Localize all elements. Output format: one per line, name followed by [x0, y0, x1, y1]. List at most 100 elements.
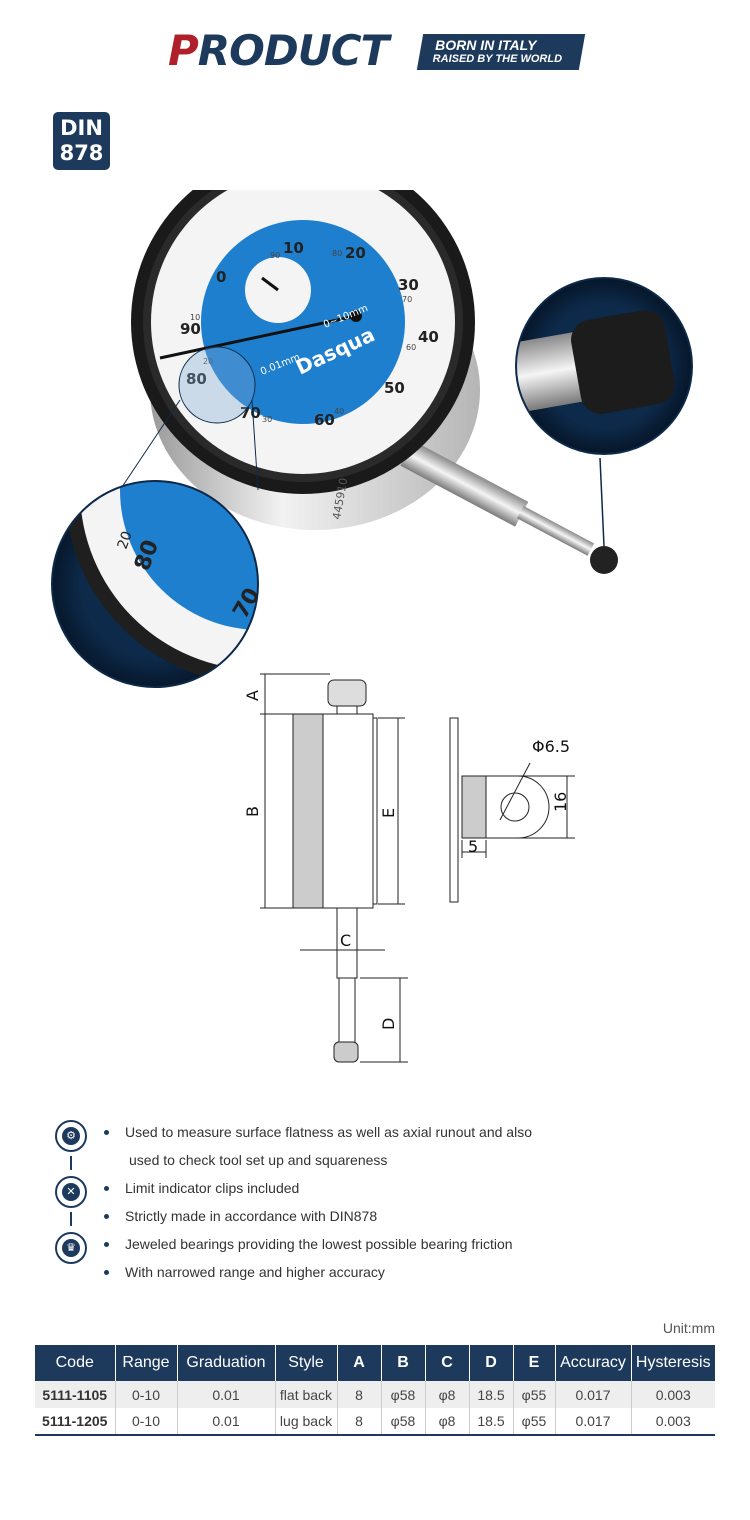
feature-text: Limit indicator clips included [125, 1180, 300, 1196]
drawing-bezel [292, 713, 324, 909]
drawing-label-A: A [243, 690, 262, 701]
feature-item: Limit indicator clips included [102, 1174, 662, 1202]
cell-accuracy: 0.017 [555, 1408, 632, 1436]
gauge-plunger [516, 505, 595, 556]
feature-text: Used to measure surface flatness as well… [125, 1124, 532, 1140]
tagline-line1: BORN IN ITALY [435, 37, 537, 53]
spec-table: Code Range Graduation Style A B C D E Ac… [35, 1345, 715, 1436]
drawing-dim-5: 5 [468, 837, 478, 856]
dial-inner-80: 80 [332, 249, 342, 258]
dial-zoom-lens [178, 346, 256, 424]
dial-inner-40: 40 [334, 407, 344, 416]
feature-item: Used to measure surface flatness as well… [102, 1118, 662, 1146]
cell-hysteresis: 0.003 [631, 1381, 715, 1408]
cell-style: flat back [275, 1381, 338, 1408]
tools-icon: ✕ [55, 1176, 87, 1208]
cell-a: 8 [337, 1381, 382, 1408]
drawing-tip [333, 1041, 359, 1063]
dial-inner-10: 10 [190, 313, 200, 322]
cell-range: 0-10 [115, 1408, 178, 1436]
dial-inner-numbers: 90 80 70 60 40 30 20 10 [190, 249, 416, 424]
cell-b: φ58 [381, 1408, 426, 1436]
col-c: C [425, 1345, 470, 1381]
title-rest: RODUCT [197, 26, 389, 75]
tip-zoom-detail [516, 278, 692, 454]
zoom-num-20: 20 [115, 529, 136, 551]
dial-zoom-detail: 20 80 70 [52, 481, 258, 687]
drawing-label-B: B [243, 806, 262, 817]
feature-item: Strictly made in accordance with DIN878 [102, 1202, 662, 1230]
page-header: PRODUCT BORN IN ITALY RAISED BY THE WORL… [0, 28, 750, 78]
feature-bullets: Used to measure surface flatness as well… [102, 1118, 662, 1286]
col-b: B [381, 1345, 426, 1381]
icon-connector [70, 1156, 72, 1170]
col-accuracy: Accuracy [555, 1345, 632, 1381]
feature-list-section: ⚙ ✕ ♛ Used to measure surface flatness a… [50, 1118, 650, 1288]
unit-label: Unit:mm [662, 1320, 715, 1336]
cell-range: 0-10 [115, 1381, 178, 1408]
col-code: Code [35, 1345, 116, 1381]
cell-code: 5111-1205 [35, 1408, 116, 1436]
drawing-body [322, 713, 374, 909]
feature-item-continued: used to check tool set up and squareness [102, 1146, 662, 1174]
dimension-drawing: A B C D E Φ6.5 16 5 [243, 673, 575, 1063]
feature-text: Jeweled bearings providing the lowest po… [125, 1236, 513, 1252]
dial-indicator-illustration: Dasqua 0~10mm 0.01mm 445910 0 10 20 30 4… [51, 190, 693, 688]
dial-num-70: 70 [240, 404, 261, 422]
feature-text: Strictly made in accordance with DIN878 [125, 1208, 378, 1224]
icon-connector [70, 1212, 72, 1226]
title-first-letter: P [168, 26, 199, 75]
feature-text: used to check tool set up and squareness [129, 1152, 388, 1168]
table-row: 5111-1205 0-10 0.01 lug back 8 φ58 φ8 18… [35, 1408, 715, 1436]
gauge-stem [400, 440, 529, 527]
dial-needle [159, 314, 357, 360]
col-d: D [469, 1345, 514, 1381]
col-a: A [337, 1345, 382, 1381]
cell-d: 18.5 [469, 1381, 514, 1408]
cell-graduation: 0.01 [177, 1408, 276, 1436]
din-badge-line2: 878 [59, 141, 104, 165]
tagline-line2: RAISED BY THE WORLD [432, 53, 563, 65]
feature-item: Jeweled bearings providing the lowest po… [102, 1230, 662, 1258]
trophy-icon: ♛ [55, 1232, 87, 1264]
dial-num-20: 20 [345, 244, 366, 262]
cell-c: φ8 [425, 1408, 470, 1436]
col-graduation: Graduation [177, 1345, 276, 1381]
cell-hysteresis: 0.003 [631, 1408, 715, 1436]
drawing-lug [461, 775, 487, 839]
dial-num-60: 60 [314, 411, 335, 429]
drawing-side-plate [449, 717, 459, 903]
col-e: E [513, 1345, 556, 1381]
drawing-label-E: E [379, 808, 398, 818]
drawing-lug-hole [500, 792, 530, 822]
dial-num-40: 40 [418, 328, 439, 346]
dial-num-30: 30 [398, 276, 419, 294]
cell-e: φ55 [513, 1381, 556, 1408]
cell-a: 8 [337, 1408, 382, 1436]
feature-item: With narrowed range and higher accuracy [102, 1258, 662, 1286]
din-badge-line1: DIN [60, 116, 103, 140]
col-range: Range [115, 1345, 178, 1381]
dial-num-10: 10 [283, 239, 304, 257]
cell-style: lug back [275, 1408, 338, 1436]
dial-inner-90: 90 [270, 251, 280, 260]
din-badge: DIN 878 [53, 112, 110, 170]
dial-inner-20: 20 [203, 357, 213, 366]
cell-c: φ8 [425, 1381, 470, 1408]
dial-num-90: 90 [180, 320, 201, 338]
feature-text: With narrowed range and higher accuracy [125, 1264, 385, 1280]
cell-d: 18.5 [469, 1408, 514, 1436]
drawing-hole-dia: Φ6.5 [532, 737, 570, 756]
dial-num-80: 80 [186, 370, 207, 388]
cell-graduation: 0.01 [177, 1381, 276, 1408]
gear-icon: ⚙ [55, 1120, 87, 1152]
dial-num-0: 0 [216, 268, 226, 286]
drawing-label-D: D [379, 1018, 398, 1030]
cell-accuracy: 0.017 [555, 1381, 632, 1408]
dial-inner-70: 70 [402, 295, 412, 304]
tagline-box: BORN IN ITALY RAISED BY THE WORLD [416, 34, 586, 70]
drawing-knob [327, 679, 367, 707]
cell-code: 5111-1105 [35, 1381, 116, 1408]
dial-inner-30: 30 [262, 415, 272, 424]
dial-num-50: 50 [384, 379, 405, 397]
